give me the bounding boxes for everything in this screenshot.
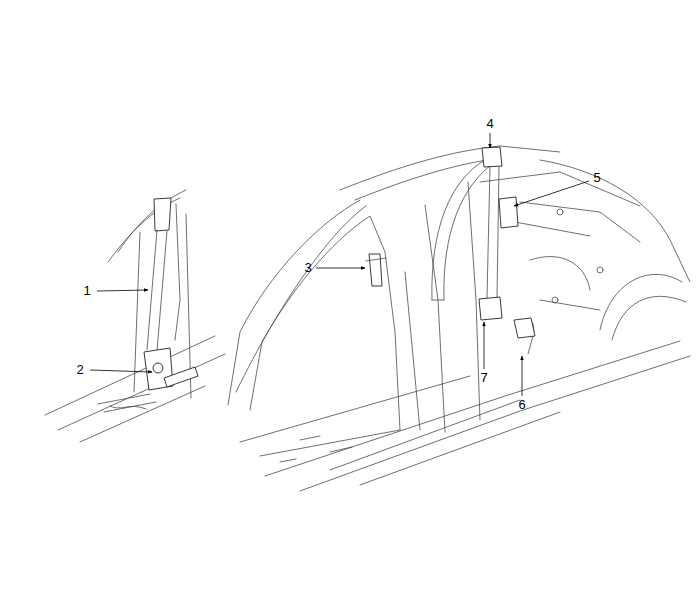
callout-number: 7	[480, 371, 487, 385]
height-adjuster-bar	[366, 258, 386, 261]
callout-number: 5	[593, 171, 600, 185]
sill-line	[58, 354, 225, 430]
floor-line	[300, 356, 690, 491]
belt-webbing	[487, 167, 499, 298]
rear-body	[540, 160, 690, 282]
belt-lower-anchor	[164, 367, 198, 387]
belt-webbing-end	[432, 300, 444, 301]
belt-upper-anchor	[154, 198, 171, 231]
floor-rib	[330, 400, 560, 485]
b-pillar-edge	[405, 272, 420, 430]
floor-detail	[280, 436, 352, 462]
callout-number: 1	[83, 284, 90, 298]
leader-line	[514, 181, 589, 206]
belt-retractor	[499, 197, 518, 228]
leader-line	[90, 370, 152, 372]
callout-number: 3	[304, 261, 311, 275]
leader-line	[490, 133, 491, 148]
callout-number: 4	[486, 117, 493, 131]
pillar-edge	[134, 232, 140, 392]
pillar-edge	[118, 190, 186, 252]
belt-webbing	[432, 160, 495, 300]
pillar-edge	[175, 204, 180, 340]
cable	[110, 406, 146, 409]
floor-line	[98, 394, 156, 412]
seat-pan	[530, 257, 600, 310]
leader-line	[316, 268, 365, 269]
bolt-hole	[552, 297, 558, 303]
floor-line	[80, 386, 205, 442]
belt-buckle	[514, 318, 535, 338]
b-pillar-edge	[468, 182, 480, 420]
floor-line	[265, 341, 680, 476]
a-pillar-outer	[228, 200, 360, 405]
belt-webbing	[147, 230, 167, 351]
b-pillar-edge	[425, 205, 445, 432]
leader-line	[522, 356, 523, 396]
retractor-spool	[153, 363, 163, 373]
belt-tongue	[479, 297, 502, 320]
bolt-hole	[597, 267, 603, 273]
wheel-arch	[612, 296, 686, 340]
rear-panel	[515, 202, 640, 242]
wheel-arch	[600, 274, 682, 330]
leader-line	[484, 322, 485, 369]
bolt-hole	[557, 209, 563, 215]
sill-line	[240, 376, 470, 442]
sill-line	[45, 336, 215, 415]
callout-number: 2	[76, 363, 83, 377]
pillar-edge	[108, 198, 180, 262]
callout-number: 6	[518, 398, 525, 412]
belt-guide	[482, 147, 502, 167]
door-frame	[250, 216, 400, 430]
leader-line	[97, 290, 148, 291]
